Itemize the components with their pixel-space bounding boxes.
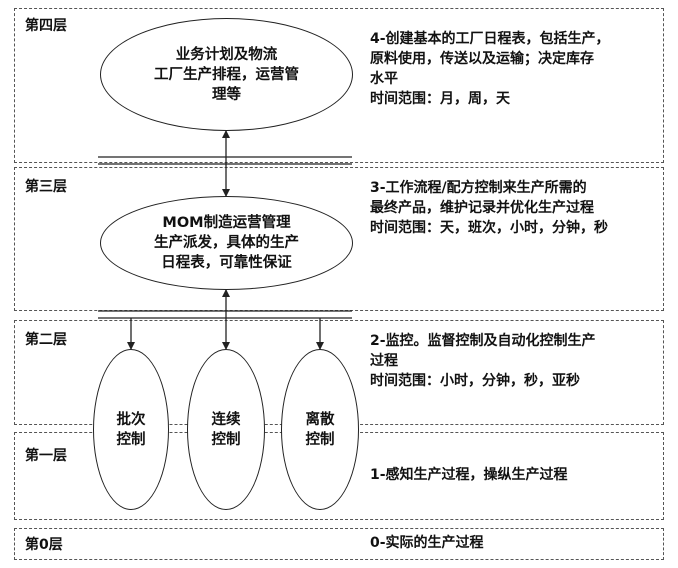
layer-0-title: 第0层 [25, 537, 63, 553]
layer-1-description: 1-感知生产过程，操纵生产过程 [370, 467, 568, 483]
layer-3: 第三层 3-工作流程/配方控制来生产所需的 最终产品，维护记录并优化生产过程 时… [14, 167, 664, 311]
layer-2: 第二层 2-监控。监督控制及自动化控制生产 过程 时间范围：小时，分钟，秒，亚秒 [14, 320, 664, 425]
layer-4-title: 第四层 [25, 18, 67, 34]
layer-1-title: 第一层 [25, 448, 67, 464]
layer-0: 第0层 0-实际的生产过程 [14, 528, 664, 560]
business-planning-oval: 业务计划及物流 工厂生产排程，运营管 理等 [100, 18, 353, 131]
layer-2-description: 2-监控。监督控制及自动化控制生产 过程 时间范围：小时，分钟，秒，亚秒 [370, 333, 596, 389]
layer-3-description: 3-工作流程/配方控制来生产所需的 最终产品，维护记录并优化生产过程 时间范围：… [370, 180, 608, 236]
batch-control-oval: 批次 控制 [93, 349, 169, 510]
layer-2-title: 第二层 [25, 332, 67, 348]
layer-4-description: 4-创建基本的工厂日程表，包括生产， 原料使用，传送以及运输；决定库存 水平 时… [370, 31, 610, 107]
continuous-control-oval: 连续 控制 [187, 349, 265, 510]
discrete-control-oval: 离散 控制 [281, 349, 359, 510]
layer-3-title: 第三层 [25, 179, 67, 195]
mom-oval: MOM制造运营管理 生产派发，具体的生产 日程表，可靠性保证 [100, 196, 353, 290]
layer-4: 第四层 4-创建基本的工厂日程表，包括生产， 原料使用，传送以及运输；决定库存 … [14, 8, 664, 163]
layer-0-description: 0-实际的生产过程 [370, 535, 484, 551]
